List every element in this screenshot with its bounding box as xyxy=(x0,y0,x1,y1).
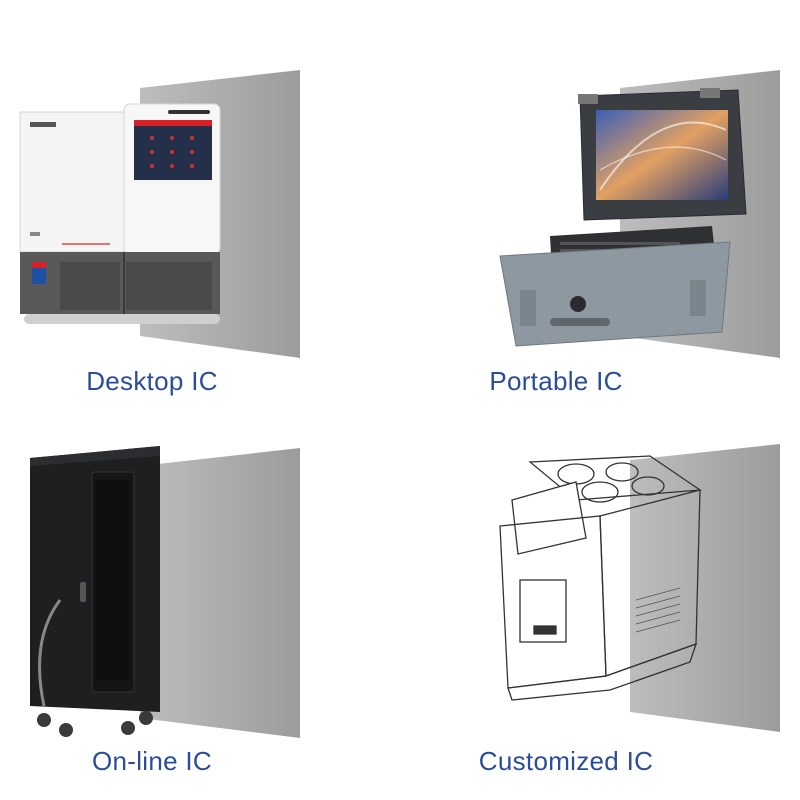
product-label[interactable]: Portable IC xyxy=(489,366,623,396)
product-label[interactable]: Desktop IC xyxy=(86,366,218,396)
desktop-ic-image xyxy=(19,70,300,358)
portable-ic-image xyxy=(499,70,780,358)
product-tile-custom[interactable]: Customized IC xyxy=(400,400,780,780)
online-ic-image xyxy=(30,446,300,738)
product-tile-desktop[interactable]: Desktop IC xyxy=(0,0,380,396)
product-tile-online[interactable]: On-line IC xyxy=(0,400,380,780)
product-label[interactable]: Customized IC xyxy=(478,746,654,776)
customized-ic-image xyxy=(499,444,780,732)
product-label[interactable]: On-line IC xyxy=(91,746,213,776)
product-tile-portable[interactable]: Portable IC xyxy=(400,0,780,396)
